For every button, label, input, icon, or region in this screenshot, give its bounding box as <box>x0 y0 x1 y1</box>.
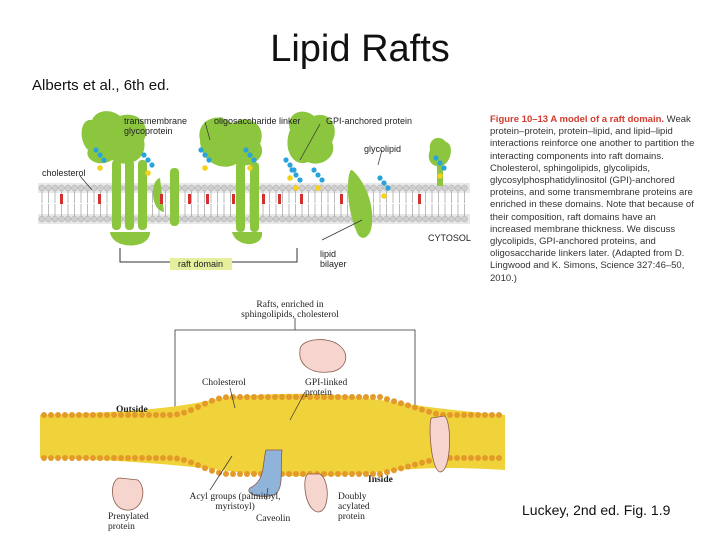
label-caveolin: Caveolin <box>256 514 291 524</box>
bottom-bilayer <box>40 393 505 477</box>
label-oligosaccharide: oligosaccharide linker <box>214 116 301 126</box>
label-inside: Inside <box>368 475 393 485</box>
label-gpi: GPI-anchored protein <box>326 116 413 126</box>
label-outside: Outside <box>116 405 148 415</box>
label-transmembrane: transmembrane glycoprotein <box>124 116 188 136</box>
transmembrane-protein-2 <box>199 117 263 244</box>
label-cholesterol-bottom: Cholesterol <box>202 378 246 388</box>
oligosaccharide-chains <box>93 147 447 199</box>
label-rafts: Rafts, enriched in sphingolipids, choles… <box>241 300 339 320</box>
bottom-proteins <box>112 339 450 513</box>
label-glycolipid: glycolipid <box>364 144 402 154</box>
caption-head: Figure 10–13 A model of a raft domain. <box>490 114 665 125</box>
label-raft-domain: raft domain <box>178 259 224 269</box>
caption-body: Weak protein–protein, protein–lipid, and… <box>490 114 695 284</box>
page-title: Lipid Rafts <box>270 28 450 70</box>
label-cytosol: CYTOSOL <box>428 233 471 243</box>
label-gpi-linked: GPI-linked protein <box>305 378 348 398</box>
raft-domain-label-bg <box>170 258 232 270</box>
cholesterol-molecules <box>60 194 421 204</box>
label-prenylated: Prenylated protein <box>108 512 149 532</box>
reference-top: Alberts et al., 6th ed. <box>32 77 170 94</box>
label-doubly-acylated: Doubly acylated protein <box>338 492 370 522</box>
leader-lines-top <box>79 121 383 241</box>
raft-bracket-bottom <box>174 318 416 412</box>
label-lipid-bilayer: lipid bilayer <box>320 249 347 269</box>
label-cholesterol-top: cholesterol <box>42 168 86 178</box>
figure-caption: Figure 10–13 A model of a raft domain. W… <box>490 114 695 285</box>
leader-lines-bottom <box>209 387 306 501</box>
reference-bottom: Luckey, 2nd ed. Fig. 1.9 <box>522 502 671 518</box>
label-acyl-groups: Acyl groups (palmitoyl, myristoyl) <box>189 492 281 512</box>
